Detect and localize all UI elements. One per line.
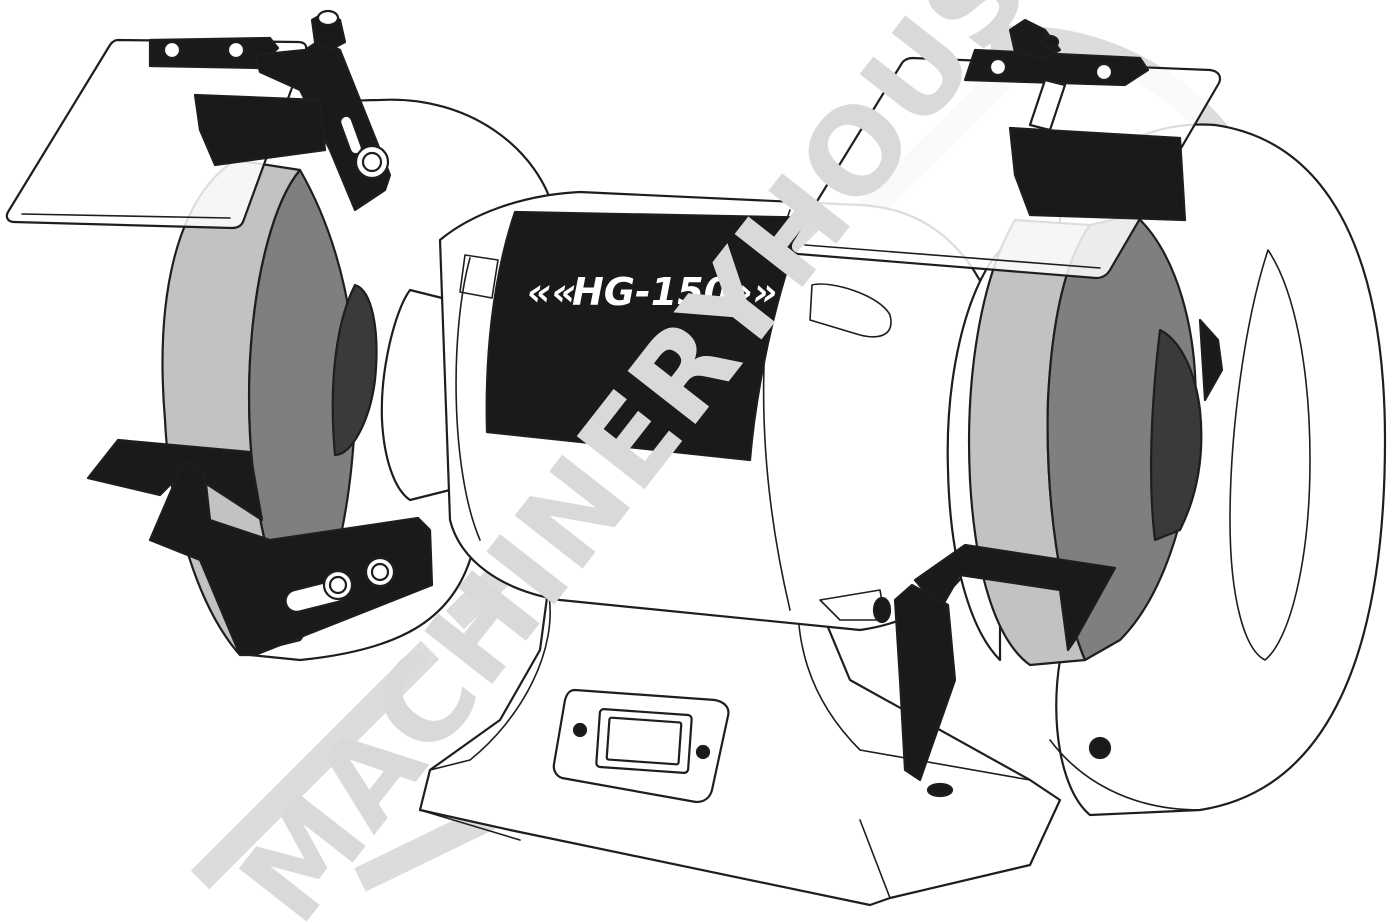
motor-body: «« HG-150 »» (380, 190, 992, 632)
right-shield-bracket (963, 18, 1150, 132)
right-eye-shield (789, 56, 1222, 280)
model-label-chevrons-left: «« (527, 270, 576, 314)
rocker-switch-icon[interactable] (595, 708, 693, 774)
model-label: HG-150 (572, 270, 730, 314)
left-spark-guard (193, 93, 327, 167)
right-spark-guard (1008, 126, 1187, 222)
model-label-chevrons-right: »» (728, 270, 777, 314)
right-tool-rest (893, 543, 1117, 782)
left-eye-shield (5, 38, 308, 230)
grinder-base (418, 558, 1062, 907)
left-tool-rest (86, 438, 434, 657)
